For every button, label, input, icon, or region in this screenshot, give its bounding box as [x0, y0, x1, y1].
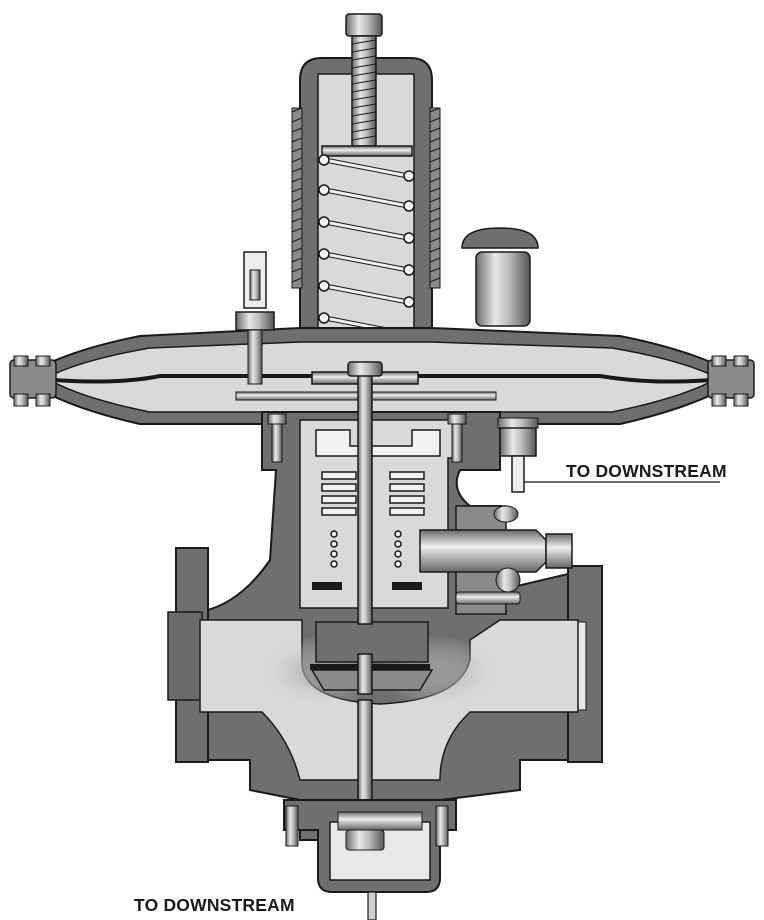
callout-to-downstream-right: TO DOWNSTREAM: [566, 461, 727, 481]
adjusting-screw: [321, 13, 413, 157]
housing-threads: [291, 107, 441, 283]
travel-indicator: [235, 251, 275, 385]
inlet-flange: [167, 547, 209, 763]
inner-springs: [321, 471, 425, 568]
spring-housing: [291, 57, 441, 351]
side-relief-valve: [419, 505, 573, 615]
valve-stem: [347, 361, 383, 829]
body-bolts: [267, 413, 467, 463]
bottom-cover: [283, 799, 457, 920]
vent-cap: [461, 227, 539, 327]
sense-fitting-right: [497, 417, 539, 493]
callout-to-downstream-bottom: TO DOWNSTREAM: [134, 895, 295, 915]
casing-flange-bolts: [9, 355, 755, 407]
